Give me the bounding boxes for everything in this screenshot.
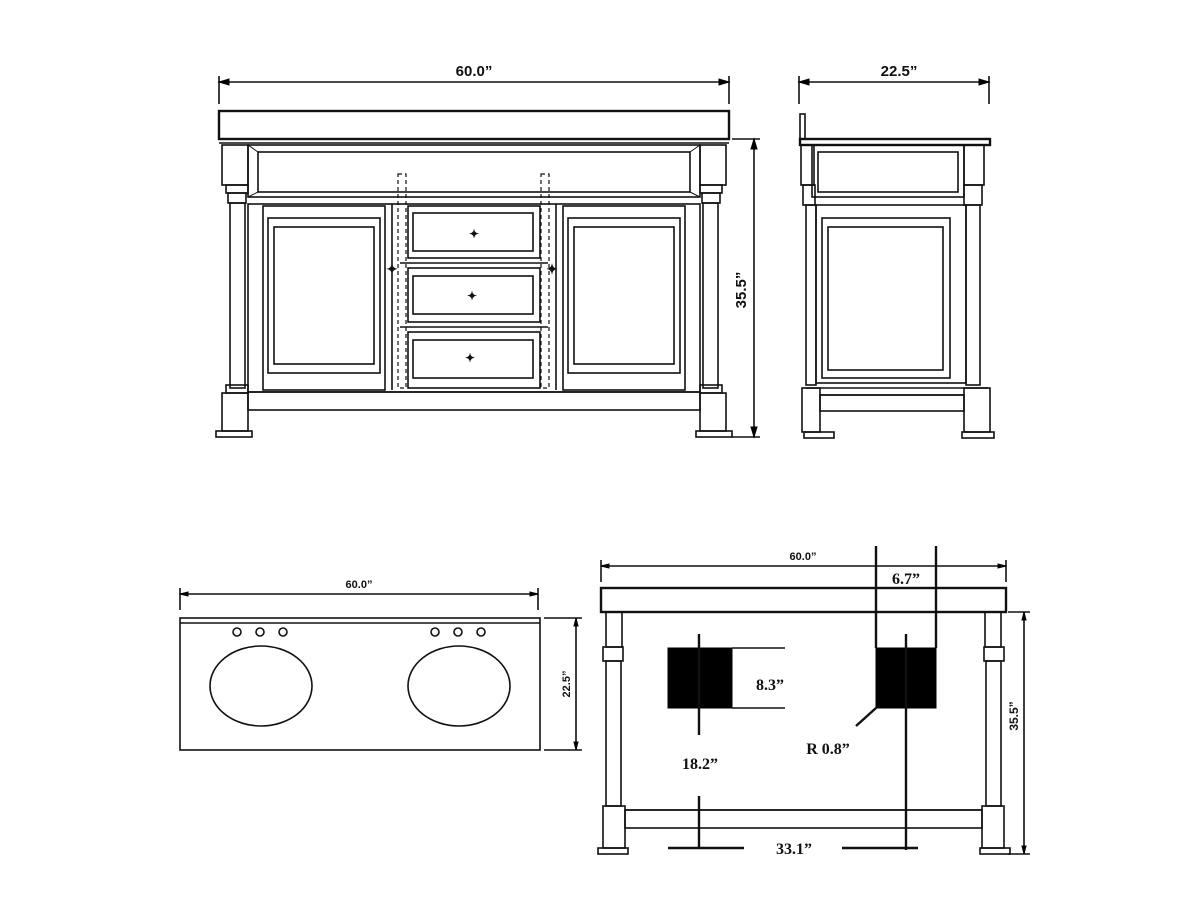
top-countertop-outline — [179, 617, 541, 751]
right-hinge-mark-icon: ✦ — [546, 261, 558, 277]
faucet-hole-icon — [232, 627, 242, 637]
cutout-radius-label: R 0.8” — [806, 741, 850, 758]
back-width-dimension: 60.0” — [600, 551, 1007, 582]
back-height-label: 35.5” — [1007, 701, 1021, 730]
pipe-spacing-label: 6.7” — [892, 571, 920, 588]
front-base-rail — [247, 391, 701, 411]
front-view: 60.0” — [215, 63, 760, 439]
front-right-column — [695, 144, 733, 438]
faucet-hole-icon — [255, 627, 265, 637]
left-basin — [209, 645, 313, 727]
top-view: 60.0” 22.5” — [179, 579, 582, 751]
front-width-dimension: 60.0” — [217, 63, 731, 104]
right-basin — [407, 645, 511, 727]
front-apron — [247, 144, 701, 198]
side-countertop — [798, 137, 992, 147]
side-view: 22.5” — [797, 63, 995, 439]
drawer-knob-icon: ✦ — [469, 227, 479, 241]
front-drawers: ✦ ✦ ✦ — [400, 205, 548, 389]
back-height-dimension: 35.5” — [1007, 611, 1030, 855]
cutout-height-label: 8.3” — [756, 677, 784, 694]
front-height-label: 35.5” — [733, 272, 750, 309]
faucet-hole-icon — [278, 627, 288, 637]
front-left-column — [215, 144, 253, 438]
back-countertop — [599, 586, 1008, 614]
front-width-label: 60.0” — [456, 63, 493, 80]
side-depth-dimension: 22.5” — [797, 63, 991, 104]
top-depth-label: 22.5” — [561, 671, 573, 698]
top-width-dimension: 60.0” — [179, 579, 539, 610]
faucet-hole-icon — [476, 627, 486, 637]
front-left-door — [262, 205, 386, 391]
front-height-dimension: 35.5” — [732, 137, 760, 439]
front-countertop — [217, 109, 731, 141]
drain-height-label: 18.2” — [682, 756, 718, 773]
back-view: 60.0” 8.3” 6.7” R 0.8” 18.2” — [597, 546, 1030, 858]
faucet-hole-icon — [453, 627, 463, 637]
top-width-label: 60.0” — [346, 579, 373, 591]
left-hinge-mark-icon: ✦ — [386, 261, 398, 277]
top-depth-dimension: 22.5” — [544, 617, 582, 751]
side-depth-label: 22.5” — [881, 63, 918, 80]
front-right-door — [562, 205, 686, 391]
drawer-knob-icon: ✦ — [465, 351, 475, 365]
drain-spacing-label: 33.1” — [776, 841, 812, 858]
back-width-label: 60.0” — [790, 551, 817, 563]
drawer-knob-icon: ✦ — [467, 289, 477, 303]
faucet-hole-icon — [430, 627, 440, 637]
